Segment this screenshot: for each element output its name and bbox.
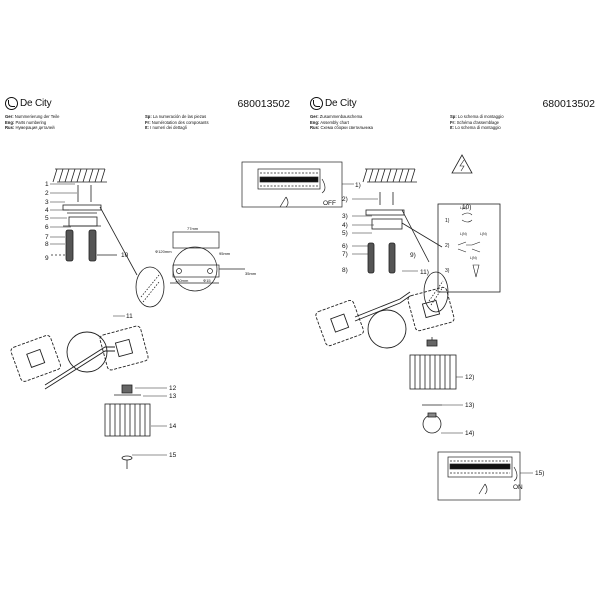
parts-numbering-page: De City 680013502 Ger: Nummerierung der …	[5, 97, 295, 517]
switch-off-box	[241, 161, 343, 208]
brand-logo: De City	[310, 97, 357, 110]
svg-text:2): 2)	[445, 243, 450, 249]
svg-text:L(N): L(N)	[460, 232, 467, 236]
part-label-1: 1	[45, 181, 49, 188]
part-label-14: 14	[169, 423, 177, 430]
brand-name: De City	[325, 98, 357, 109]
step-10-label: 10)	[462, 204, 471, 211]
step-13-label: 13)	[465, 402, 474, 409]
svg-text:77mm: 77mm	[187, 226, 199, 231]
logo-icon	[310, 97, 323, 110]
part-label-15: 15	[169, 452, 177, 459]
part-labels-lower: 11 12 13 14 15	[126, 313, 177, 459]
logo-icon	[5, 97, 18, 110]
switch-off-label: OFF	[323, 200, 336, 207]
brand-logo: De City	[5, 97, 52, 110]
svg-text:L(N): L(N)	[460, 206, 467, 210]
step-15-label: 15)	[535, 470, 544, 477]
part-label-7: 7	[45, 234, 49, 241]
svg-text:1): 1)	[445, 218, 450, 224]
brand-name: De City	[20, 98, 52, 109]
svg-text:L(N): L(N)	[470, 256, 477, 260]
part-label-12: 12	[169, 385, 177, 392]
ceiling-hatch	[52, 168, 107, 183]
part-label-13: 13	[169, 393, 177, 400]
parts-diagram: 1 2 3 4 5 6 7 8 9 10	[10, 168, 257, 469]
article-number: 680013502	[542, 98, 595, 110]
part-label-8: 8	[45, 241, 49, 248]
dimension-drawing	[170, 231, 245, 292]
step-6-label: 6)	[342, 243, 348, 250]
shade-parts	[104, 384, 151, 469]
assembly-diagram: OFF 1) 1) 2) 3)	[241, 154, 544, 501]
part-label-4: 4	[45, 207, 49, 214]
step-14-label: 14)	[465, 430, 474, 437]
arm-with-shades	[10, 325, 149, 390]
part-label-10: 10	[121, 252, 129, 259]
step-labels: 2) 3) 4) 5) 6) 7) 8) 9) 10) 11)	[342, 196, 471, 276]
part-label-5: 5	[45, 215, 49, 222]
wiring-steps: 1) 2) 3) L(N) L(N) L(N) L(N)	[445, 206, 487, 274]
svg-text:Φ15: Φ15	[203, 278, 211, 283]
language-legend: Ger: Nummerierung der Teile Sp: La numer…	[5, 114, 209, 131]
part-label-6: 6	[45, 224, 49, 231]
step-2-label: 2)	[342, 196, 348, 203]
step-7-label: 7)	[342, 251, 348, 258]
svg-text:35mm: 35mm	[245, 271, 257, 276]
part-label-3: 3	[45, 199, 49, 206]
article-number: 680013502	[237, 98, 290, 110]
assembly-chart-page: De City 680013502 Ger: Zusammenbauschema…	[241, 97, 600, 517]
arm-with-shades	[315, 286, 455, 349]
shade-bulb-stack	[409, 337, 457, 434]
step-11-label: 11)	[420, 269, 429, 276]
step-labels-lower: 12) 13) 14) 15)	[465, 374, 544, 477]
svg-text:95mm: 95mm	[219, 251, 231, 256]
part-label-9: 9	[45, 255, 49, 262]
svg-text:3): 3)	[445, 268, 450, 274]
svg-text:L(N): L(N)	[480, 232, 487, 236]
step-8-label: 8)	[342, 267, 348, 274]
step-5-label: 5)	[342, 230, 348, 237]
step-4-label: 4)	[342, 222, 348, 229]
step-3-label: 3)	[342, 213, 348, 220]
switch-on-label: ON	[513, 484, 523, 491]
step-9-label: 9)	[410, 252, 416, 259]
svg-text:130mm: 130mm	[175, 278, 189, 283]
language-legend: Ger: Zusammenbauschema Sp: Lo schema di …	[310, 114, 504, 131]
part-labels: 1 2 3 4 5 6 7 8 9 10	[45, 181, 129, 262]
switch-on-box	[437, 451, 521, 501]
svg-text:Φ120mm: Φ120mm	[155, 249, 172, 254]
dimension-labels: 77mm Φ120mm 95mm 130mm Φ15 35mm	[155, 226, 257, 283]
part-label-2: 2	[45, 190, 49, 197]
part-label-11: 11	[126, 313, 133, 320]
step-12-label: 12)	[465, 374, 474, 381]
step-1-label: 1)	[355, 182, 361, 189]
